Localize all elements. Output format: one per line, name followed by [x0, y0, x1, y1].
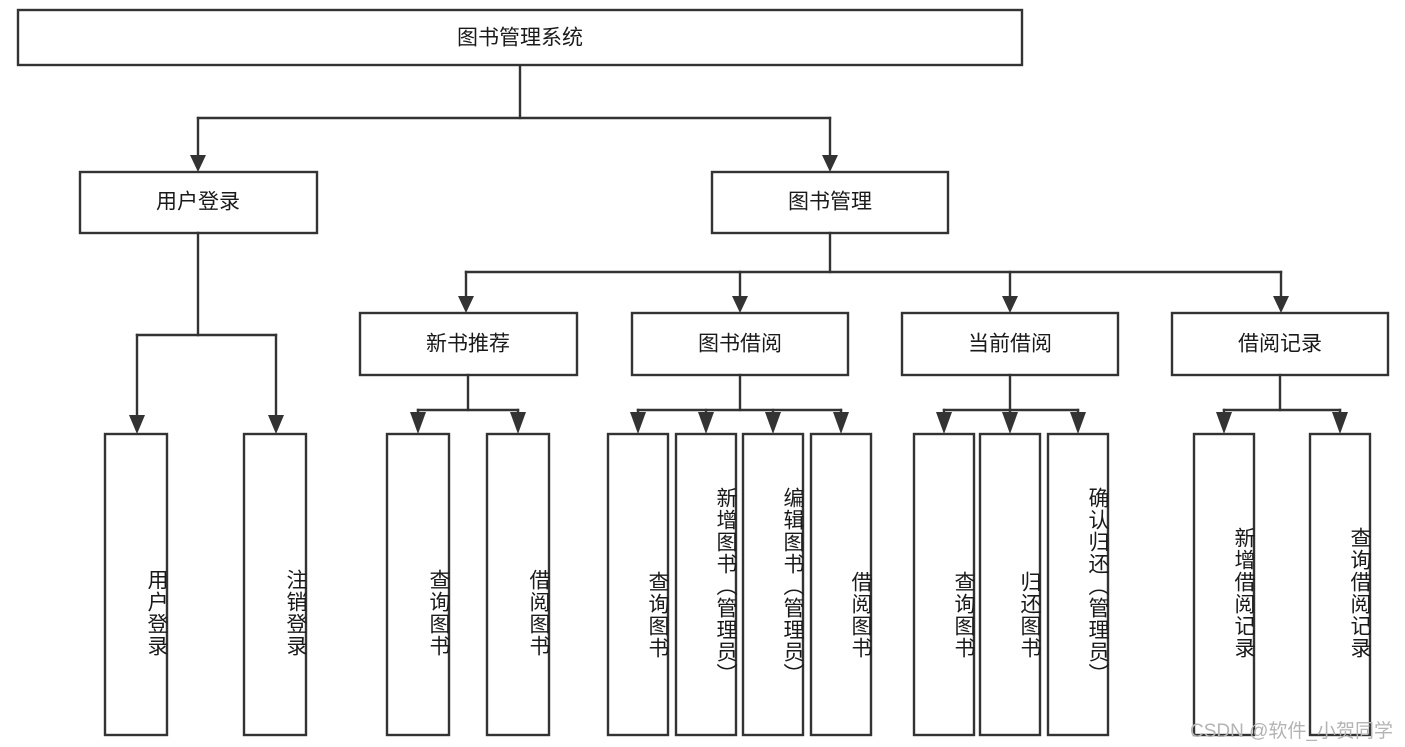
node-label-book-borrow: 图书借阅: [698, 333, 782, 356]
connector-bookborrow-to-leaves: [630, 373, 849, 434]
node-user-login[interactable]: [78, 170, 319, 235]
leaf-box-user-login-0[interactable]: [103, 432, 169, 737]
leaf-box-current-borrow-0[interactable]: [912, 432, 976, 737]
leaf-box-book-borrow-2[interactable]: [741, 432, 805, 737]
leaf-box-user-login-1[interactable]: [242, 432, 308, 737]
node-label-user-login: 用户登录: [156, 191, 240, 214]
connector-borrowrecord-to-leaves: [1216, 373, 1348, 434]
node-label-borrow-record: 借阅记录: [1238, 333, 1322, 356]
node-current-borrow[interactable]: [900, 311, 1120, 377]
leaf-box-book-borrow-3[interactable]: [809, 432, 873, 737]
node-new-book-recommend[interactable]: [358, 311, 579, 377]
leaf-box-current-borrow-1[interactable]: [978, 432, 1042, 737]
leaf-box-current-borrow-2[interactable]: [1046, 432, 1110, 737]
node-label-new-book-recommend: 新书推荐: [426, 333, 510, 356]
connector-bookmgmt-to-level3: [458, 231, 1289, 313]
leaf-box-new-book-1[interactable]: [485, 432, 551, 737]
node-root[interactable]: [16, 8, 1024, 67]
connector-newbook-to-leaves: [410, 373, 526, 434]
root-label: 图书管理系统: [457, 27, 583, 50]
leaf-box-book-borrow-1[interactable]: [674, 432, 738, 737]
connector-currentborrow-to-leaves: [936, 373, 1086, 434]
node-label-current-borrow: 当前借阅: [968, 333, 1052, 356]
leaf-box-book-borrow-0[interactable]: [606, 432, 670, 737]
leaf-box-borrow-record-1[interactable]: [1308, 432, 1372, 737]
csdn-watermark: CSDN @软件_小贺同学: [1190, 721, 1393, 742]
connector-root-to-level2: [190, 63, 838, 172]
node-label-book-management: 图书管理: [788, 191, 872, 214]
leaf-box-new-book-0[interactable]: [385, 432, 451, 737]
leaf-box-borrow-record-0[interactable]: [1192, 432, 1256, 737]
connector-userlogin-to-leaves: [129, 231, 284, 434]
